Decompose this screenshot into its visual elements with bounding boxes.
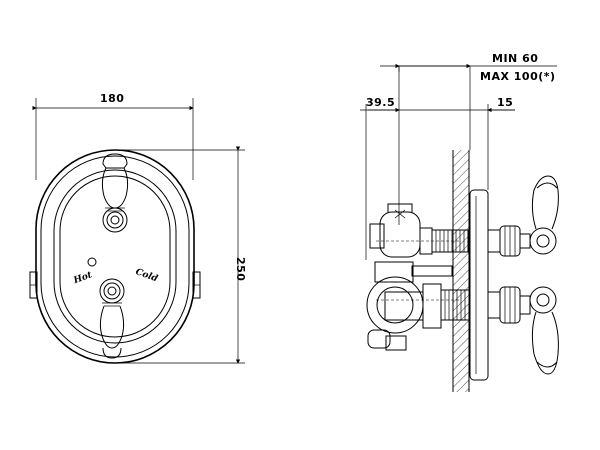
wall-section (452, 150, 470, 392)
lower-knurl (444, 290, 466, 320)
width-dimension: 180 (32, 92, 194, 180)
lower-handle (99, 278, 125, 359)
hot-label: Hot (72, 270, 95, 286)
cold-label: Cold (134, 267, 160, 284)
depth-left-label: 39.5 (366, 96, 395, 109)
cover-plate-profile (469, 189, 489, 381)
upper-side-handle (487, 175, 559, 257)
upper-handle (101, 153, 129, 233)
width-dimension-label: 180 (100, 92, 124, 105)
depth-right-label: 15 (497, 96, 513, 109)
screw-icon (87, 257, 97, 267)
max-depth-label: MAX 100(*) (480, 70, 556, 83)
cover-plate (29, 149, 201, 364)
min-depth-label: MIN 60 (492, 52, 538, 65)
side-view: MIN 60 MAX 100(*) 39.5 15 (360, 52, 559, 392)
height-dimension: 250 (110, 146, 247, 364)
lower-side-handle (487, 286, 559, 375)
upper-knurl (435, 230, 465, 252)
height-dimension-label: 250 (234, 257, 247, 281)
front-view: 180 250 (29, 92, 247, 364)
valve-body (366, 203, 470, 351)
